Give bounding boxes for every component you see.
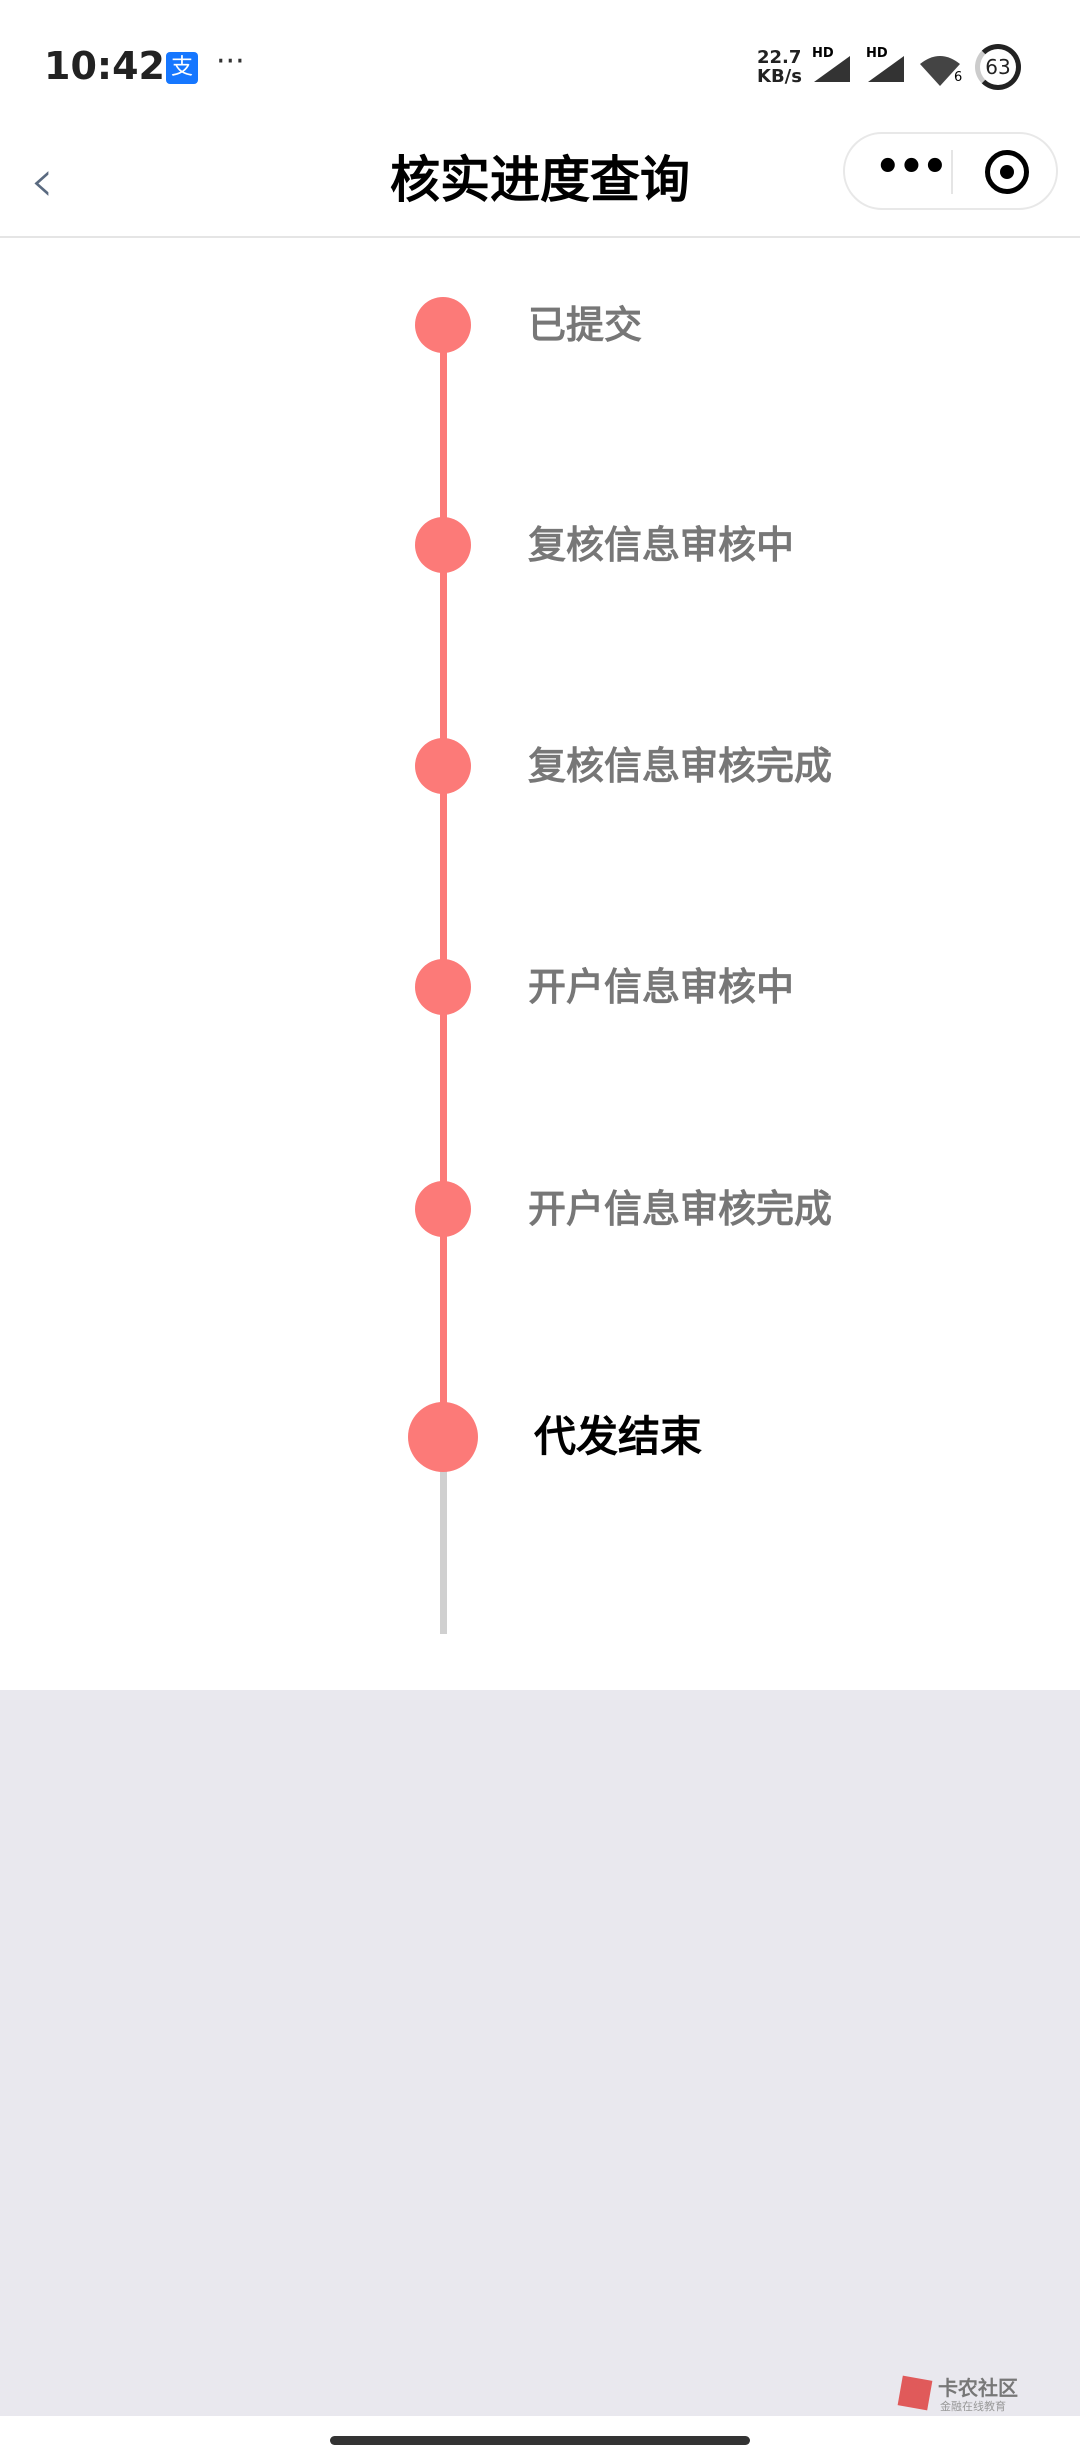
clock: 10:42: [44, 44, 165, 88]
page-title: 核实进度查询: [390, 151, 690, 209]
battery-indicator: 63: [975, 44, 1021, 90]
nav-bar: ‹ 核实进度查询 •••: [0, 130, 1080, 238]
watermark-title: 卡农社区: [938, 2376, 1018, 2400]
speed-unit: KB/s: [757, 66, 802, 87]
watermark-subtitle: 金融在线教育: [940, 2400, 1006, 2413]
more-button[interactable]: •••: [875, 144, 948, 190]
timeline-line-pending: [440, 1437, 447, 1634]
step-label: 复核信息审核中: [528, 523, 795, 567]
step-dot: [415, 959, 471, 1015]
back-button[interactable]: ‹: [30, 146, 54, 216]
step-label: 复核信息审核完成: [528, 744, 833, 788]
empty-area: [0, 1690, 1080, 2416]
wifi-icon: 6: [918, 52, 962, 86]
watermark-logo-icon: [897, 2375, 933, 2411]
capsule-divider: [951, 150, 953, 194]
wifi-badge: 6: [954, 70, 963, 85]
step-label: 开户信息审核中: [528, 965, 795, 1009]
step-dot: [415, 1181, 471, 1237]
target-icon: [1000, 165, 1014, 179]
step-label: 开户信息审核完成: [528, 1187, 833, 1231]
alipay-icon: 支: [166, 52, 198, 84]
timeline-line-done: [440, 325, 447, 1437]
step-label-current: 代发结束: [534, 1412, 703, 1461]
step-label: 已提交: [528, 303, 643, 347]
close-miniapp-button[interactable]: [985, 150, 1029, 194]
signal-icon-2: HD: [866, 46, 906, 82]
hd-label: HD: [812, 46, 834, 61]
hd-label-2: HD: [866, 46, 888, 61]
step-dot: [415, 297, 471, 353]
step-dot-current: [408, 1402, 478, 1472]
notification-more-icon: ···: [216, 44, 245, 79]
step-dot: [415, 517, 471, 573]
home-indicator[interactable]: [330, 2436, 750, 2445]
miniapp-capsule: •••: [843, 132, 1058, 210]
signal-icon: HD: [812, 46, 852, 82]
speed-value: 22.7: [757, 47, 802, 68]
step-dot: [415, 738, 471, 794]
